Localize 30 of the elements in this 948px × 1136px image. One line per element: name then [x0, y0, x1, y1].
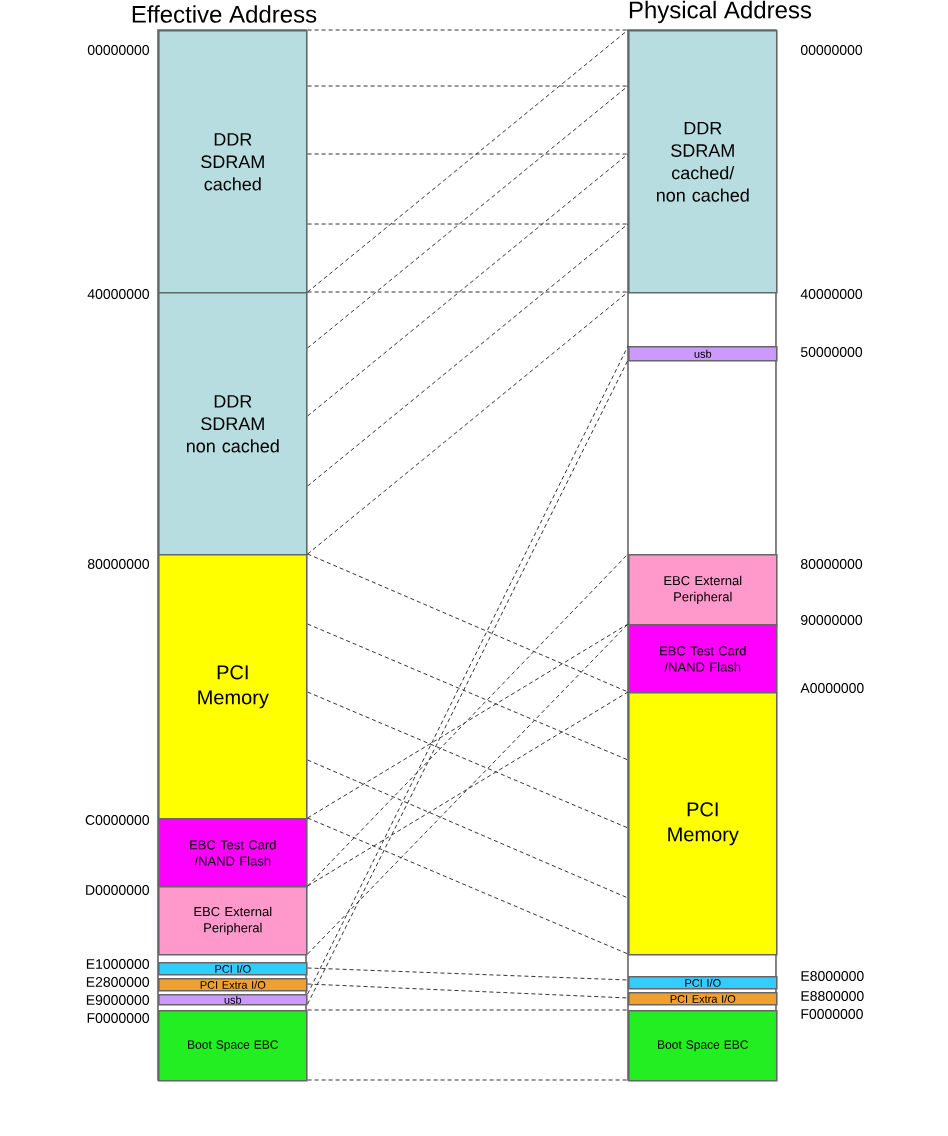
mapping-line	[307, 759, 629, 899]
mapping-line	[307, 553, 629, 693]
memory-region: DDR SDRAM non cached	[158, 292, 308, 556]
mapping-line	[307, 817, 629, 955]
mapping-line	[307, 29, 629, 31]
mapping-line	[307, 291, 629, 293]
mapping-line	[307, 623, 629, 819]
mapping-line	[307, 967, 629, 981]
memory-region: DDR SDRAM cached	[158, 30, 308, 294]
mapping-line	[307, 223, 629, 225]
mapping-line	[307, 623, 629, 761]
mapping-line	[307, 85, 629, 87]
mapping-line	[307, 29, 629, 293]
mapping-line	[307, 1009, 629, 1011]
mapping-line	[307, 553, 629, 887]
mapping-line	[307, 153, 629, 417]
mapping-line	[307, 691, 629, 829]
mapping-line	[307, 85, 629, 349]
mapping-line	[307, 691, 629, 887]
mapping-line	[307, 983, 629, 999]
mapping-line	[307, 291, 629, 555]
mapping-line	[307, 153, 629, 155]
memory-region: PCI Memory	[158, 554, 308, 820]
memory-region: PCI Memory	[628, 692, 778, 956]
mapping-line	[307, 623, 629, 955]
mapping-line	[307, 1079, 629, 1081]
mapping-line	[307, 223, 629, 487]
column-heading: Physical Address	[629, 0, 812, 24]
memory-region: DDR SDRAM cached/ non cached	[628, 30, 778, 294]
column-heading: Effective Address	[132, 5, 317, 23]
